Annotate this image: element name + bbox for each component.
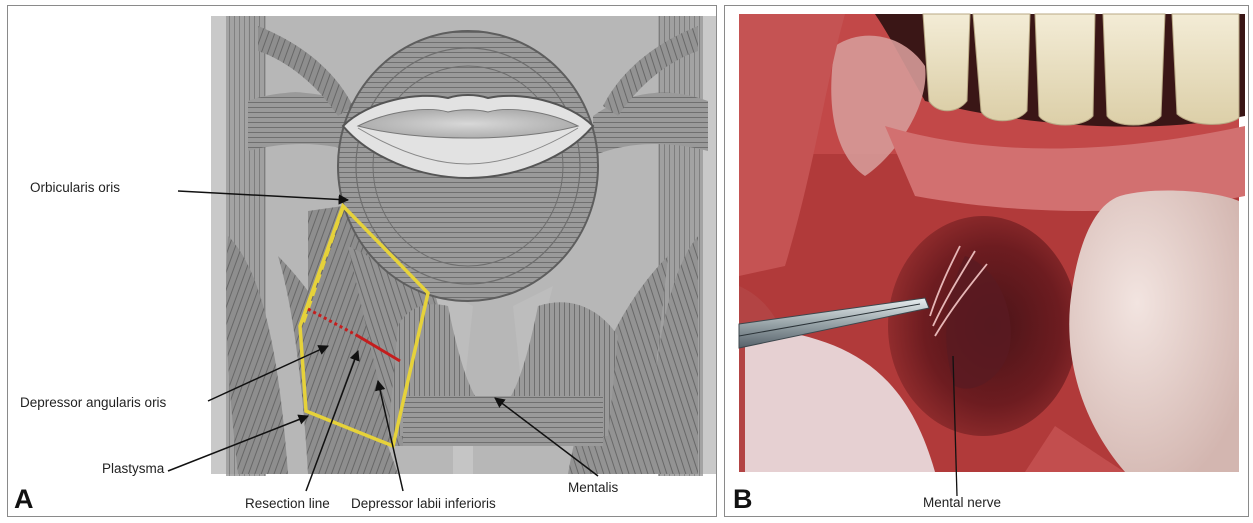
label-depressor-labii-inferioris: Depressor labii inferioris <box>351 496 496 511</box>
facial-muscle-illustration <box>8 6 718 518</box>
panel-letter-b: B <box>733 484 753 515</box>
panel-a-anatomy-illustration: Orbicularis oris Depressor angularis ori… <box>7 5 717 517</box>
surgical-photo-illustration <box>725 6 1250 518</box>
label-mental-nerve: Mental nerve <box>923 495 1001 510</box>
label-depressor-angularis-oris: Depressor angularis oris <box>20 395 166 410</box>
label-mentalis: Mentalis <box>568 480 618 495</box>
label-plastysma: Plastysma <box>102 461 164 476</box>
label-orbicularis-oris: Orbicularis oris <box>30 180 120 195</box>
panel-letter-a: A <box>14 484 34 515</box>
panel-b-surgical-photo: Mental nerve B <box>724 5 1249 517</box>
label-resection-line: Resection line <box>245 496 330 511</box>
